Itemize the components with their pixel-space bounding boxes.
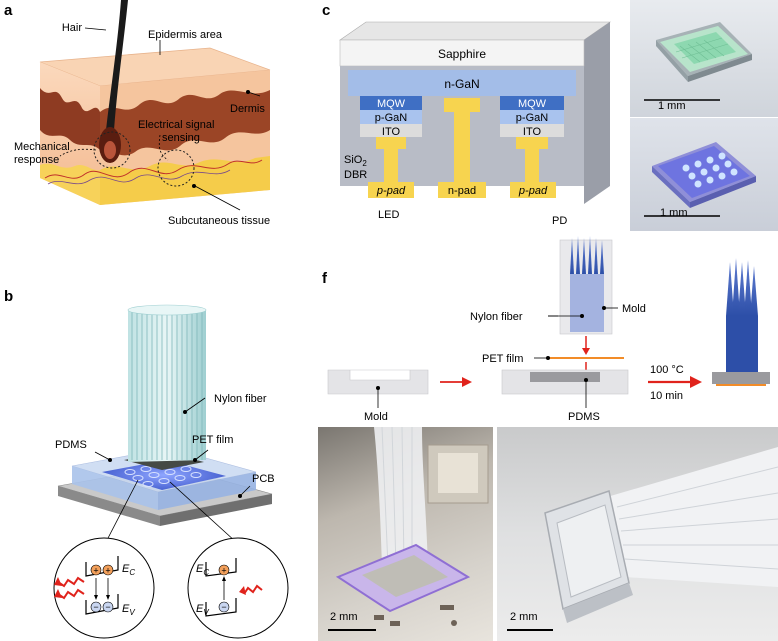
nerve-line	[44, 159, 263, 179]
emitted-light-2	[57, 588, 85, 600]
label-sio2: SiO2	[344, 154, 367, 168]
mqw-left	[360, 96, 422, 110]
pad-left-post	[384, 149, 398, 186]
photo-g-device-on-pcb	[318, 427, 493, 641]
photo-e-chip-blue	[630, 118, 778, 231]
label-electrical-1: Electrical signal	[138, 119, 214, 131]
photo-d-chip-green	[630, 0, 778, 117]
absorbed-light	[243, 584, 263, 595]
emitted-light-1	[57, 576, 85, 588]
label-ito-left: ITO	[382, 126, 401, 138]
label-mold-upper: Mold	[622, 303, 646, 315]
npad	[438, 182, 486, 198]
label-pet-film-f: PET film	[482, 353, 523, 365]
scalebar-e: 1 mm	[660, 207, 688, 219]
hair-shaft	[106, 0, 128, 130]
plus-sign-3: +	[221, 566, 226, 576]
label-mqw-left: MQW	[377, 98, 406, 110]
minus-sign-3: −	[221, 602, 226, 612]
scalebar-d: 1 mm	[658, 100, 686, 112]
label-temperature: 100 °C	[650, 364, 684, 376]
panel-letter-f: f	[322, 270, 327, 287]
led-band-circle	[53, 537, 155, 639]
label-time: 10 min	[650, 390, 683, 402]
label-ito-right: ITO	[523, 126, 542, 138]
ito-left	[360, 124, 422, 137]
label-hair: Hair	[62, 22, 83, 34]
plus-sign-2: +	[105, 566, 110, 576]
label-led: LED	[378, 209, 399, 221]
pgan-left	[360, 110, 422, 124]
label-sapphire: Sapphire	[438, 47, 486, 61]
label-pgan-right: p-GaN	[516, 112, 548, 124]
ito-right	[500, 124, 564, 137]
pad-center-post	[454, 112, 470, 186]
fiber-body-upper	[570, 274, 604, 332]
fiber-strands	[131, 310, 203, 460]
panel-b-device-diagram: Nylon fiber PDMS PET film PCB + + − − EC…	[53, 304, 289, 639]
label-pdms-f: PDMS	[568, 411, 600, 423]
label-electrical-2: sensing	[162, 132, 200, 144]
scalebar-h: 2 mm	[510, 611, 538, 623]
fiber-body-final	[726, 316, 758, 372]
label-ec-left: EC	[122, 563, 135, 577]
label-nylon-fiber-f: Nylon fiber	[470, 311, 523, 323]
label-ppad-right: p-pad	[518, 185, 548, 197]
label-dermis: Dermis	[230, 103, 265, 115]
label-epidermis: Epidermis area	[148, 29, 223, 41]
label-pgan-left: p-GaN	[375, 112, 407, 124]
label-ec-right: EC	[196, 563, 209, 577]
photo-h-fiber-array	[497, 427, 778, 641]
pad-right-post	[525, 149, 539, 186]
panel-a-skin-diagram: Hair Epidermis area Dermis Mechanical re…	[14, 0, 270, 227]
scalebar-g: 2 mm	[330, 611, 358, 623]
label-mechanical-2: response	[14, 154, 59, 166]
label-pd: PD	[552, 215, 567, 227]
base-final	[712, 372, 770, 384]
label-subcutaneous: Subcutaneous tissue	[168, 215, 270, 227]
minus-sign-1: −	[93, 602, 98, 612]
panel-letter-c: c	[322, 2, 331, 19]
minus-sign-2: −	[105, 602, 110, 612]
fiber-spikes-upper	[570, 236, 604, 274]
dermis-band	[40, 88, 100, 150]
ngan-layer	[348, 70, 576, 96]
led-array-glow	[102, 460, 226, 490]
label-npad: n-pad	[448, 185, 476, 197]
fiber-spikes-final	[726, 258, 758, 316]
pd-band-circle	[187, 537, 289, 639]
label-ngan: n-GaN	[444, 77, 479, 91]
label-nylon-fiber: Nylon fiber	[214, 393, 267, 405]
panel-letter-a: a	[4, 2, 13, 19]
ppad-right	[510, 182, 556, 198]
subcutaneous-layer	[40, 163, 100, 205]
label-pcb: PCB	[252, 473, 275, 485]
panel-letter-b: b	[4, 288, 14, 305]
label-ev-left: EV	[122, 603, 135, 617]
pad-right-top	[516, 137, 548, 149]
panel-c-chip-cross-section: Sapphire n-GaN MQW p-GaN ITO p-pad n-pad…	[339, 21, 611, 227]
label-pet-film: PET film	[192, 434, 233, 446]
ppad-left	[368, 182, 414, 198]
pad-left-top	[376, 137, 406, 149]
mold-lower-left	[327, 369, 429, 395]
label-pdms: PDMS	[55, 439, 87, 451]
sapphire-layer	[339, 39, 585, 67]
label-ev-right: EV	[196, 603, 209, 617]
label-dbr: DBR	[344, 169, 367, 181]
pad-center-top	[444, 98, 480, 112]
electrical-circle	[157, 149, 195, 187]
panel-f-fabrication-process: Mold Nylon fiber PET film Mold PDMS 100	[327, 236, 770, 423]
pdms-filled	[530, 372, 600, 382]
mqw-right	[500, 96, 564, 110]
pgan-right	[500, 110, 564, 124]
plus-sign-1: +	[93, 566, 98, 576]
label-ppad-left: p-pad	[376, 185, 406, 197]
label-mqw-right: MQW	[518, 98, 547, 110]
label-mechanical-1: Mechanical	[14, 141, 70, 153]
label-mold-lower: Mold	[364, 411, 388, 423]
